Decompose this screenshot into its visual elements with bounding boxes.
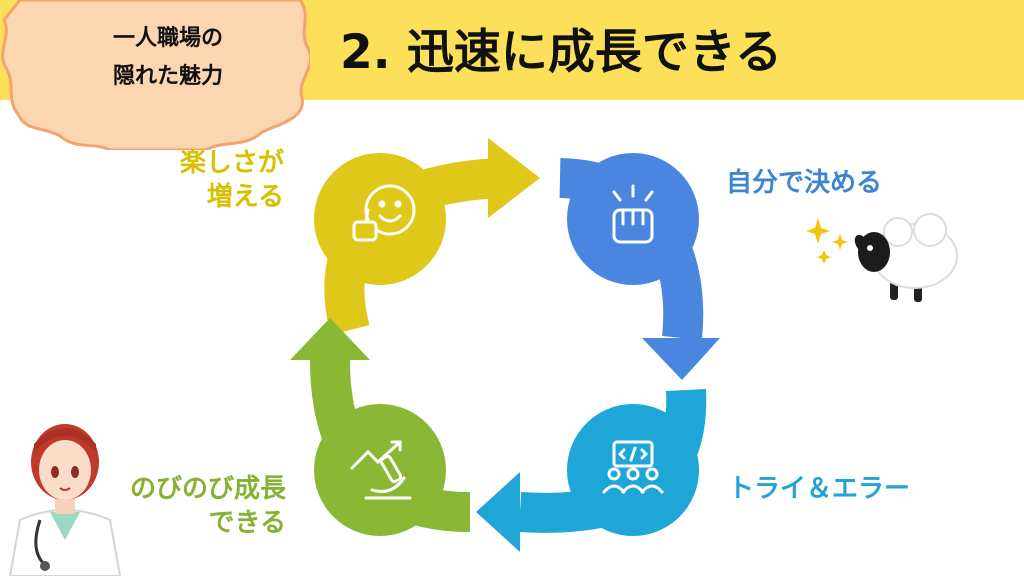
smiley-thumbs-up-icon	[352, 184, 416, 242]
raised-fist-icon	[612, 184, 654, 244]
stage-label-yellow-line-1: 楽しさが	[179, 148, 284, 178]
stage-label-green-line-1: のびのび成長	[129, 474, 286, 504]
arrowhead-blue	[642, 338, 720, 380]
arrowhead-green	[290, 318, 370, 360]
stage-label-green-line-2: できる	[208, 508, 286, 538]
team-code-icon	[602, 440, 664, 494]
node-green	[314, 404, 446, 536]
page-title: 2. 迅速に成長できる	[340, 25, 782, 80]
arrowhead-teal	[476, 472, 520, 552]
stage-label-teal: トライ＆エラー	[728, 472, 910, 506]
node-yellow	[314, 153, 446, 285]
stage-label-yellow: 楽しさが 増える	[180, 146, 284, 214]
sheep-illustration	[806, 213, 958, 302]
stage-label-green: のびのび成長 できる	[130, 472, 286, 540]
stage-label-teal-line-1: トライ＆エラー	[728, 474, 911, 504]
stage-label-blue: 自分で決める	[726, 166, 882, 200]
badge-cloud: 一人職場の 隠れた魅力	[0, 0, 313, 152]
stage-label-blue-line-1: 自分で決める	[726, 168, 883, 198]
doctor-illustration	[8, 424, 122, 576]
sparkle-icon	[806, 218, 848, 264]
badge-line-1: 一人職場の	[112, 26, 223, 51]
stage-label-yellow-line-2: 増える	[206, 182, 284, 212]
arrowhead-yellow	[488, 138, 540, 218]
badge-line-2: 隠れた魅力	[112, 64, 223, 89]
microscope-growth-icon	[350, 440, 412, 500]
